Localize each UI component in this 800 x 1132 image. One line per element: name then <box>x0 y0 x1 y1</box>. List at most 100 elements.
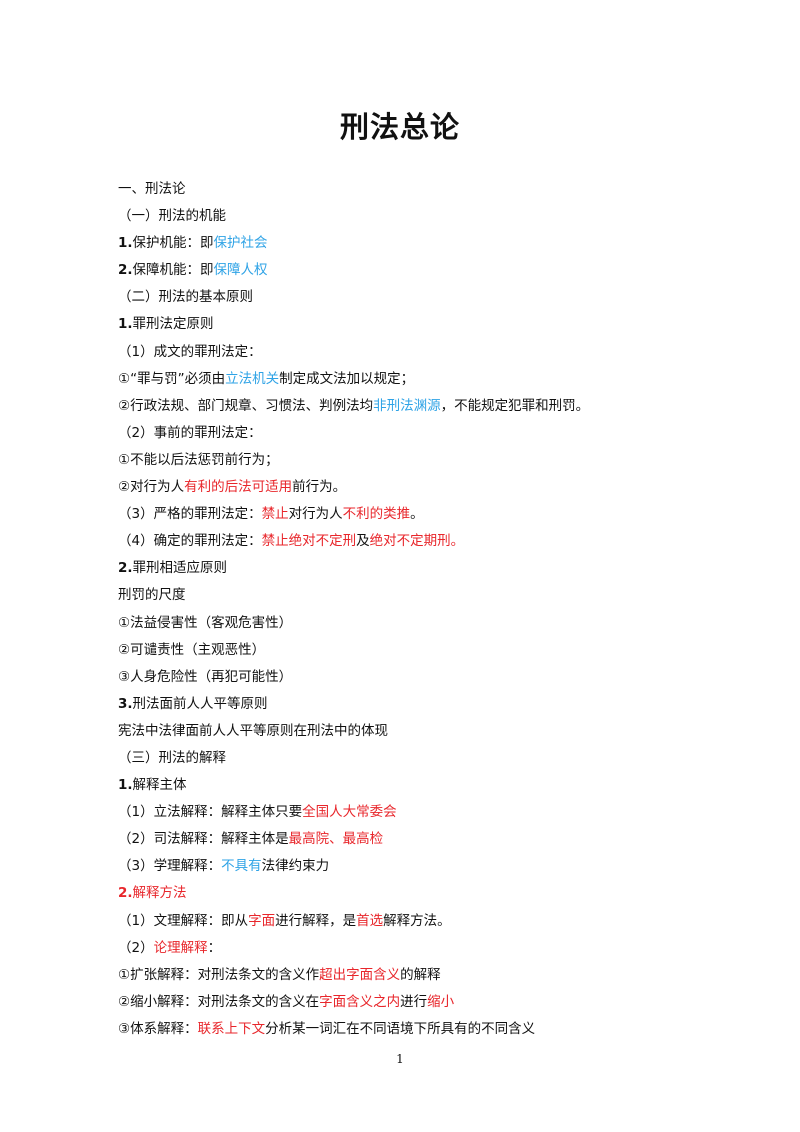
line-text: 及 <box>356 533 370 550</box>
line-text: 进行 <box>400 993 428 1010</box>
line-text: 1. <box>118 777 133 794</box>
highlighted-text: 保护社会 <box>213 235 268 252</box>
line-text: 解释方法。 <box>383 912 451 929</box>
document-line: （1）文理解释：即从字面进行解释，是首选解释方法。 <box>118 908 718 935</box>
document-line: ①扩张解释：对刑法条文的含义作超出字面含义的解释 <box>118 962 718 989</box>
document-line: 1.罪刑法定原则 <box>118 311 718 338</box>
line-text: ②缩小解释：对刑法条文的含义在 <box>118 993 320 1010</box>
line-text: 罪刑相适应原则 <box>132 560 228 577</box>
line-text: （三）刑法的解释 <box>118 749 226 766</box>
highlighted-text: 联系上下文 <box>197 1020 266 1037</box>
document-line: 一、刑法论 <box>118 176 718 203</box>
document-line: ②缩小解释：对刑法条文的含义在字面含义之内进行缩小 <box>118 989 718 1016</box>
line-text: 刑法面前人人平等原则 <box>132 695 268 712</box>
document-line: 2.罪刑相适应原则 <box>118 555 718 582</box>
highlighted-text: 超出字面含义 <box>319 966 401 983</box>
line-text: （二）刑法的基本原则 <box>118 289 253 306</box>
highlighted-text: 2. <box>118 885 133 902</box>
line-text: 3. <box>118 695 133 712</box>
line-text: 法律约束力 <box>261 858 330 875</box>
line-text: ②可谴责性（主观恶性） <box>118 641 266 658</box>
line-text: ，不能规定犯罪和刑罚。 <box>440 397 590 414</box>
line-text: ②对行为人 <box>118 479 185 496</box>
document-line: ①“罪与罚”必须由立法机关制定成文法加以规定； <box>118 366 718 393</box>
highlighted-text: 。 <box>450 533 465 550</box>
document-line: ②对行为人有利的后法可适用前行为。 <box>118 474 718 501</box>
document-line: 2.保障机能：即保障人权 <box>118 257 718 284</box>
line-text: （一）刑法的机能 <box>118 208 226 225</box>
highlighted-text: 全国人大常委会 <box>302 804 397 821</box>
line-text: （1）文理解释：即从 <box>118 912 249 929</box>
document-line: （2）事前的罪刑法定： <box>118 420 718 447</box>
document-line: ②行政法规、部门规章、习惯法、判例法均非刑法渊源，不能规定犯罪和刑罚。 <box>118 393 718 420</box>
line-text: 2. <box>118 262 133 279</box>
line-text: 制定成文法加以规定； <box>279 370 415 387</box>
line-text: 刑罚的尺度 <box>118 587 186 604</box>
highlighted-text: 首选 <box>356 912 384 929</box>
line-text: 一、刑法论 <box>118 181 186 197</box>
highlighted-text: 绝对不定期刑 <box>369 533 451 550</box>
document-line: （二）刑法的基本原则 <box>118 284 718 311</box>
document-line: （1）立法解释：解释主体只要全国人大常委会 <box>118 799 718 826</box>
line-text: 1. <box>118 235 133 252</box>
line-text: 保护机能：即 <box>132 235 214 252</box>
line-text: 保障机能：即 <box>132 262 214 279</box>
line-text: 对行为人 <box>288 506 343 523</box>
document-line: （3）严格的罪刑法定：禁止对行为人不利的类推。 <box>118 501 718 528</box>
line-text: （2）事前的罪刑法定： <box>118 424 262 441</box>
document-line: 1.解释主体 <box>118 772 718 799</box>
highlighted-text: 有利的后法可适用 <box>184 479 293 496</box>
line-text: （4）确定的罪刑法定： <box>118 533 262 550</box>
line-text: （3）严格的罪刑法定： <box>118 506 262 523</box>
line-text: ①法益侵害性（客观危害性） <box>118 614 293 631</box>
document-line: 3.刑法面前人人平等原则 <box>118 691 718 718</box>
highlighted-text: 解释方法 <box>132 885 187 902</box>
line-text: ②行政法规、部门规章、习惯法、判例法均 <box>118 397 374 414</box>
highlighted-text: 禁止绝对不定刑 <box>261 533 357 550</box>
document-line: （1）成文的罪刑法定： <box>118 339 718 366</box>
document-line: （一）刑法的机能 <box>118 203 718 230</box>
highlighted-text: 字面 <box>248 912 276 929</box>
document-line: 刑罚的尺度 <box>118 582 718 609</box>
line-text: ③体系解释： <box>118 1020 198 1037</box>
document-line: （3）学理解释：不具有法律约束力 <box>118 853 718 880</box>
highlighted-text: 禁止 <box>261 506 289 523</box>
line-text: ①不能以后法惩罚前行为； <box>118 451 279 468</box>
highlighted-text: 字面含义之内 <box>319 993 401 1010</box>
line-text: ： <box>207 939 222 956</box>
document-line: （2）论理解释： <box>118 935 718 962</box>
document-line: 宪法中法律面前人人平等原则在刑法中的体现 <box>118 718 718 745</box>
document-line: ①法益侵害性（客观危害性） <box>118 610 718 637</box>
document-line: ③体系解释：联系上下文分析某一词汇在不同语境下所具有的不同含义 <box>118 1016 718 1043</box>
line-text: （1）立法解释：解释主体只要 <box>118 804 303 821</box>
line-text: （3）学理解释： <box>118 858 222 875</box>
line-text: 前行为。 <box>292 479 347 496</box>
line-text: ①扩张解释：对刑法条文的含义作 <box>118 966 320 983</box>
line-text: ①“罪与罚”必须由 <box>118 370 226 387</box>
line-text: （2） <box>118 939 154 956</box>
line-text: ③人身危险性（再犯可能性） <box>118 668 293 685</box>
highlighted-text: 保障人权 <box>213 262 268 279</box>
line-text: 进行解释，是 <box>275 912 357 929</box>
highlighted-text: 最高院、最高检 <box>288 831 384 848</box>
highlighted-text: 不具有 <box>221 858 262 875</box>
document-line: （三）刑法的解释 <box>118 745 718 772</box>
document-line: ①不能以后法惩罚前行为； <box>118 447 718 474</box>
line-text: 1. <box>118 316 133 333</box>
line-text: 宪法中法律面前人人平等原则在刑法中的体现 <box>118 722 388 739</box>
document-line: 2.解释方法 <box>118 880 718 907</box>
document-title: 刑法总论 <box>339 110 460 144</box>
document-line: （2）司法解释：解释主体是最高院、最高检 <box>118 826 718 853</box>
document-line: ③人身危险性（再犯可能性） <box>118 664 718 691</box>
line-text: 的解释 <box>400 966 441 983</box>
line-text: 解释主体 <box>132 777 187 794</box>
highlighted-text: 非刑法渊源 <box>373 397 441 414</box>
line-text: 2. <box>118 560 133 577</box>
line-text: （2）司法解释：解释主体是 <box>118 831 289 848</box>
highlighted-text: 不利的类推 <box>342 506 411 523</box>
highlighted-text: 论理解释 <box>153 939 208 956</box>
line-text: （1）成文的罪刑法定： <box>118 343 262 360</box>
document-line: （4）确定的罪刑法定：禁止绝对不定刑及绝对不定期刑。 <box>118 528 718 555</box>
